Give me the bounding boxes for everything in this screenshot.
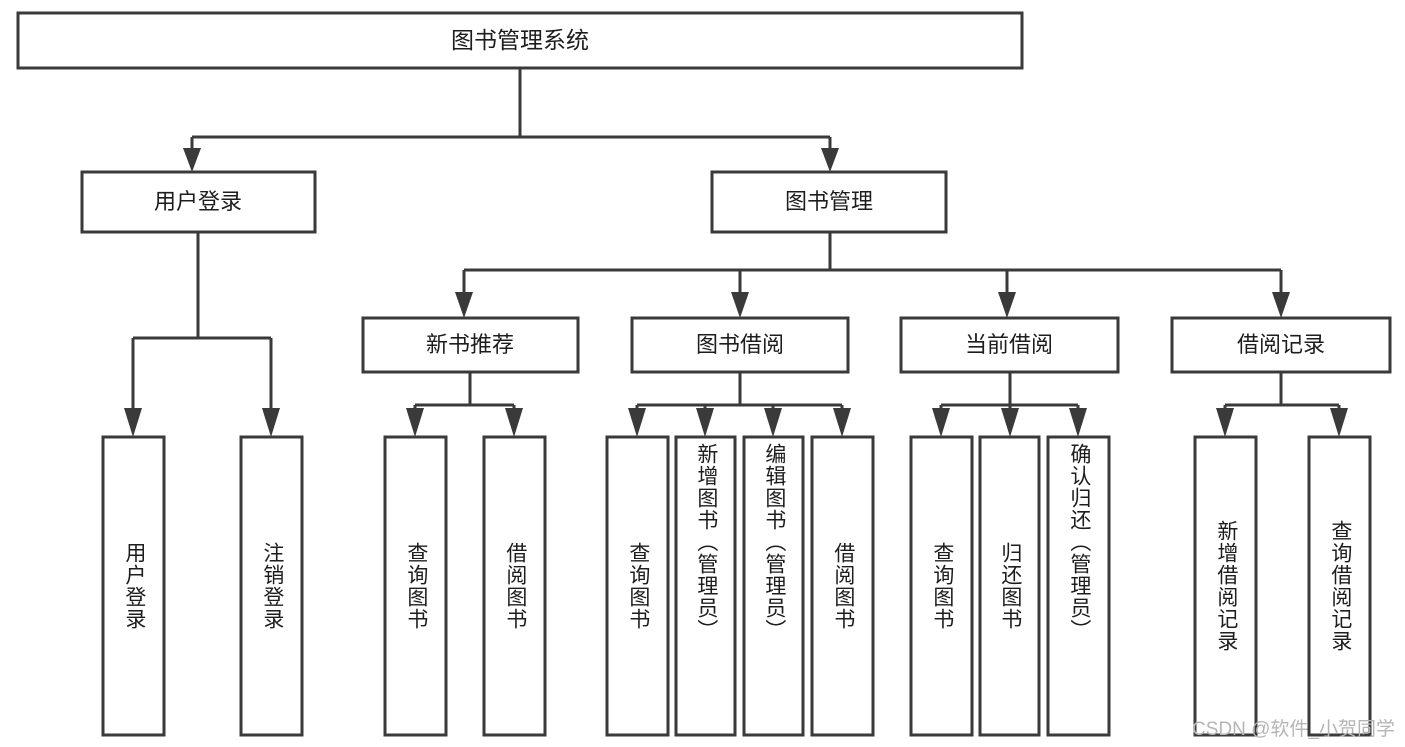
- connector-newbook-to-leaves: [406, 372, 523, 437]
- node-borrow-record-box[interactable]: [1170, 316, 1392, 374]
- arrow-head-user-login: [183, 148, 201, 172]
- arrow-head-bb-edit-book: [764, 408, 782, 437]
- leaf-box-bb-edit-book[interactable]: [742, 435, 805, 737]
- node-book-borrow-label: 图书借阅: [696, 332, 784, 357]
- arrow-head-book-manage: [821, 148, 839, 172]
- leaf-box-nb-query-book[interactable]: [383, 435, 448, 737]
- arrow-head-current-borrow: [998, 292, 1016, 318]
- node-new-book-recommend-box[interactable]: [361, 316, 580, 374]
- leaf-box-bb-query-book[interactable]: [605, 435, 670, 737]
- node-borrow-record-label: 借阅记录: [1237, 332, 1325, 357]
- arrow-head-bb-query-book: [628, 408, 646, 437]
- node-book-borrow[interactable]: 图书借阅: [630, 316, 850, 374]
- arrow-head-bb-add-book: [696, 408, 714, 437]
- node-current-borrow-box[interactable]: [899, 316, 1120, 374]
- node-user-login[interactable]: 用户登录: [80, 170, 317, 234]
- node-book-manage[interactable]: 图书管理: [710, 170, 948, 234]
- leaf-box-bb-add-book[interactable]: [674, 435, 737, 737]
- leaf-box-logout[interactable]: [239, 435, 304, 737]
- leaf-box-cb-query-book[interactable]: [909, 435, 974, 737]
- arrow-head-nb-borrow-book: [505, 408, 523, 437]
- arrow-head-leaf-user-login: [124, 408, 142, 437]
- arrow-head-br-query-record: [1330, 408, 1348, 437]
- arrow-head-cb-query-book: [932, 408, 950, 437]
- leaf-box-user-login[interactable]: [101, 435, 166, 737]
- node-user-login-box[interactable]: [80, 170, 317, 234]
- arrow-head-borrow-record: [1272, 292, 1290, 318]
- node-user-login-label: 用户登录: [154, 189, 242, 214]
- arrow-head-nb-query-book: [406, 408, 424, 437]
- connector-borrowrecord-to-leaves: [1216, 372, 1348, 437]
- node-new-book-recommend[interactable]: 新书推荐: [361, 316, 580, 374]
- leaf-box-nb-borrow-book[interactable]: [482, 435, 547, 737]
- arrow-head-cb-return-book: [1001, 408, 1019, 437]
- node-book-manage-label: 图书管理: [785, 189, 873, 214]
- node-current-borrow[interactable]: 当前借阅: [899, 316, 1120, 374]
- arrow-head-cb-confirm-return: [1069, 408, 1087, 437]
- arrow-head-br-add-record: [1216, 408, 1234, 437]
- leaf-box-cb-confirm-return[interactable]: [1046, 435, 1111, 737]
- arrow-head-leaf-logout: [262, 408, 280, 437]
- connector-root-to-level2: [183, 68, 839, 172]
- connector-bookborrow-to-leaves: [628, 372, 851, 437]
- node-root[interactable]: 图书管理系统: [16, 11, 1024, 70]
- arrow-head-bb-borrow-book: [833, 408, 851, 437]
- arrow-head-book-borrow: [731, 292, 749, 318]
- arrow-head-new-book: [455, 292, 473, 318]
- node-new-book-recommend-label: 新书推荐: [426, 332, 514, 357]
- node-book-manage-box[interactable]: [710, 170, 948, 234]
- leaf-box-bb-borrow-book[interactable]: [810, 435, 875, 737]
- connector-userlogin-to-leaves: [124, 232, 280, 437]
- node-borrow-record[interactable]: 借阅记录: [1170, 316, 1392, 374]
- node-root-box[interactable]: [16, 11, 1024, 70]
- node-current-borrow-label: 当前借阅: [965, 332, 1053, 357]
- leaf-box-br-query-record[interactable]: [1307, 435, 1372, 737]
- node-root-label: 图书管理系统: [451, 27, 589, 53]
- connector-bookmanage-to-level3: [455, 232, 1290, 318]
- watermark-text: CSDN @软件_小贺同学: [1192, 719, 1395, 740]
- leaf-box-cb-return-book[interactable]: [978, 435, 1041, 737]
- leaf-box-br-add-record[interactable]: [1193, 435, 1258, 737]
- connector-currentborrow-to-leaves: [932, 372, 1087, 437]
- node-book-borrow-box[interactable]: [630, 316, 850, 374]
